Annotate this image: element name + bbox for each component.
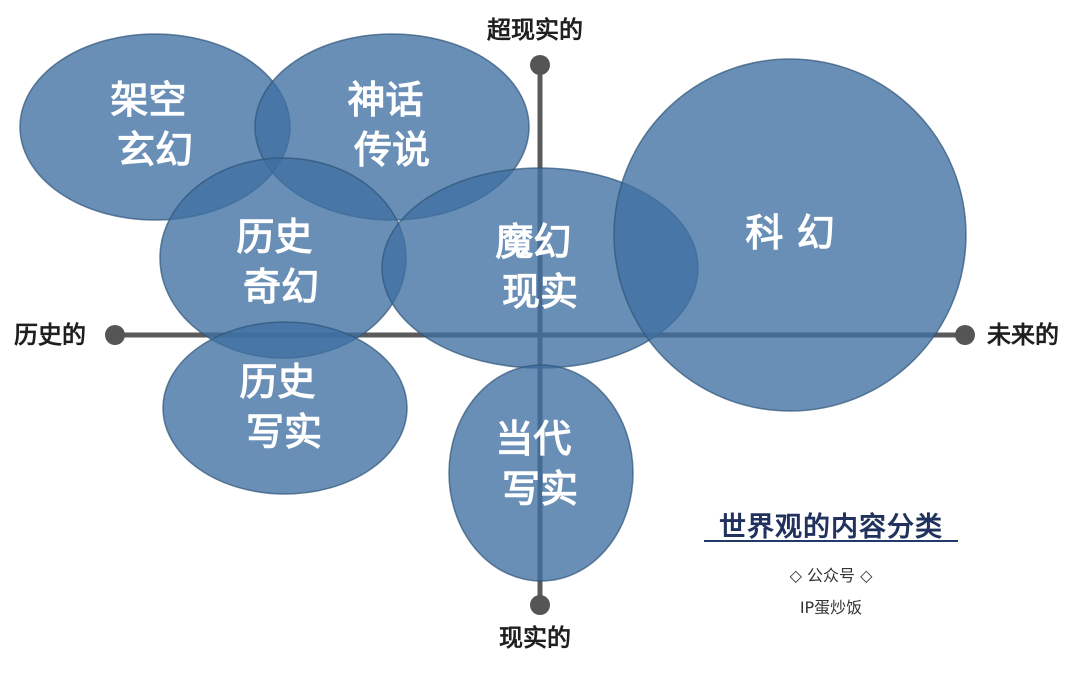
bubble-label-line: 历史 — [236, 215, 312, 259]
bubble-label-dangdai: 当代 写实 — [495, 417, 584, 511]
bubble-label-line: 科 幻 — [745, 211, 834, 255]
source-label: ◇ 公众号 ◇ — [789, 566, 873, 585]
axis-label-top: 超现实的 — [487, 16, 583, 44]
bubble-label-line: 现实 — [502, 270, 578, 314]
title-underline — [704, 540, 958, 542]
bubble-labels: 架空 玄幻 神话 传说 历史 奇幻 魔幻 现实 科 幻 历史 写实 — [110, 78, 834, 511]
axis-endpoint-right — [955, 325, 975, 345]
bubble-label-line: 架空 — [110, 78, 186, 122]
bubble-label-line: 奇幻 — [243, 265, 319, 309]
diagram-title: 世界观的内容分类 — [719, 512, 943, 543]
bubble-label-line: 历史 — [239, 360, 315, 404]
bubble-label-shenhua: 神话 传说 — [347, 78, 436, 172]
bubble-label-kehuan: 科 幻 — [745, 211, 834, 255]
account-name: IP蛋炒饭 — [799, 598, 863, 617]
bubble-label-jiakong: 架空 玄幻 — [110, 78, 199, 172]
bubble-label-line: 传说 — [353, 128, 430, 172]
bubble-label-lishi-xieshi: 历史 写实 — [239, 360, 328, 454]
bubble-dangdai — [448, 364, 634, 582]
bubble-label-line: 写实 — [502, 467, 578, 511]
axis-endpoint-left — [105, 325, 125, 345]
bubble-label-line: 神话 — [347, 78, 423, 122]
bubble-lishi-xieshi — [162, 321, 408, 495]
bubble-kehuan — [613, 58, 967, 412]
bubble-label-mohuan: 魔幻 现实 — [495, 220, 584, 314]
axis-endpoint-top — [530, 55, 550, 75]
bubble-label-lishi-qihuan: 历史 奇幻 — [236, 215, 325, 309]
bubble-label-line: 写实 — [246, 410, 322, 454]
axis-label-right: 未来的 — [987, 321, 1059, 349]
axis-label-left: 历史的 — [14, 321, 86, 349]
bubble-label-line: 玄幻 — [117, 128, 193, 172]
bubble-label-line: 魔幻 — [495, 220, 571, 264]
axis-endpoint-bottom — [530, 595, 550, 615]
axis-label-bottom: 现实的 — [499, 624, 571, 652]
bubble-label-line: 当代 — [495, 417, 571, 461]
bubble-layer — [19, 33, 967, 582]
